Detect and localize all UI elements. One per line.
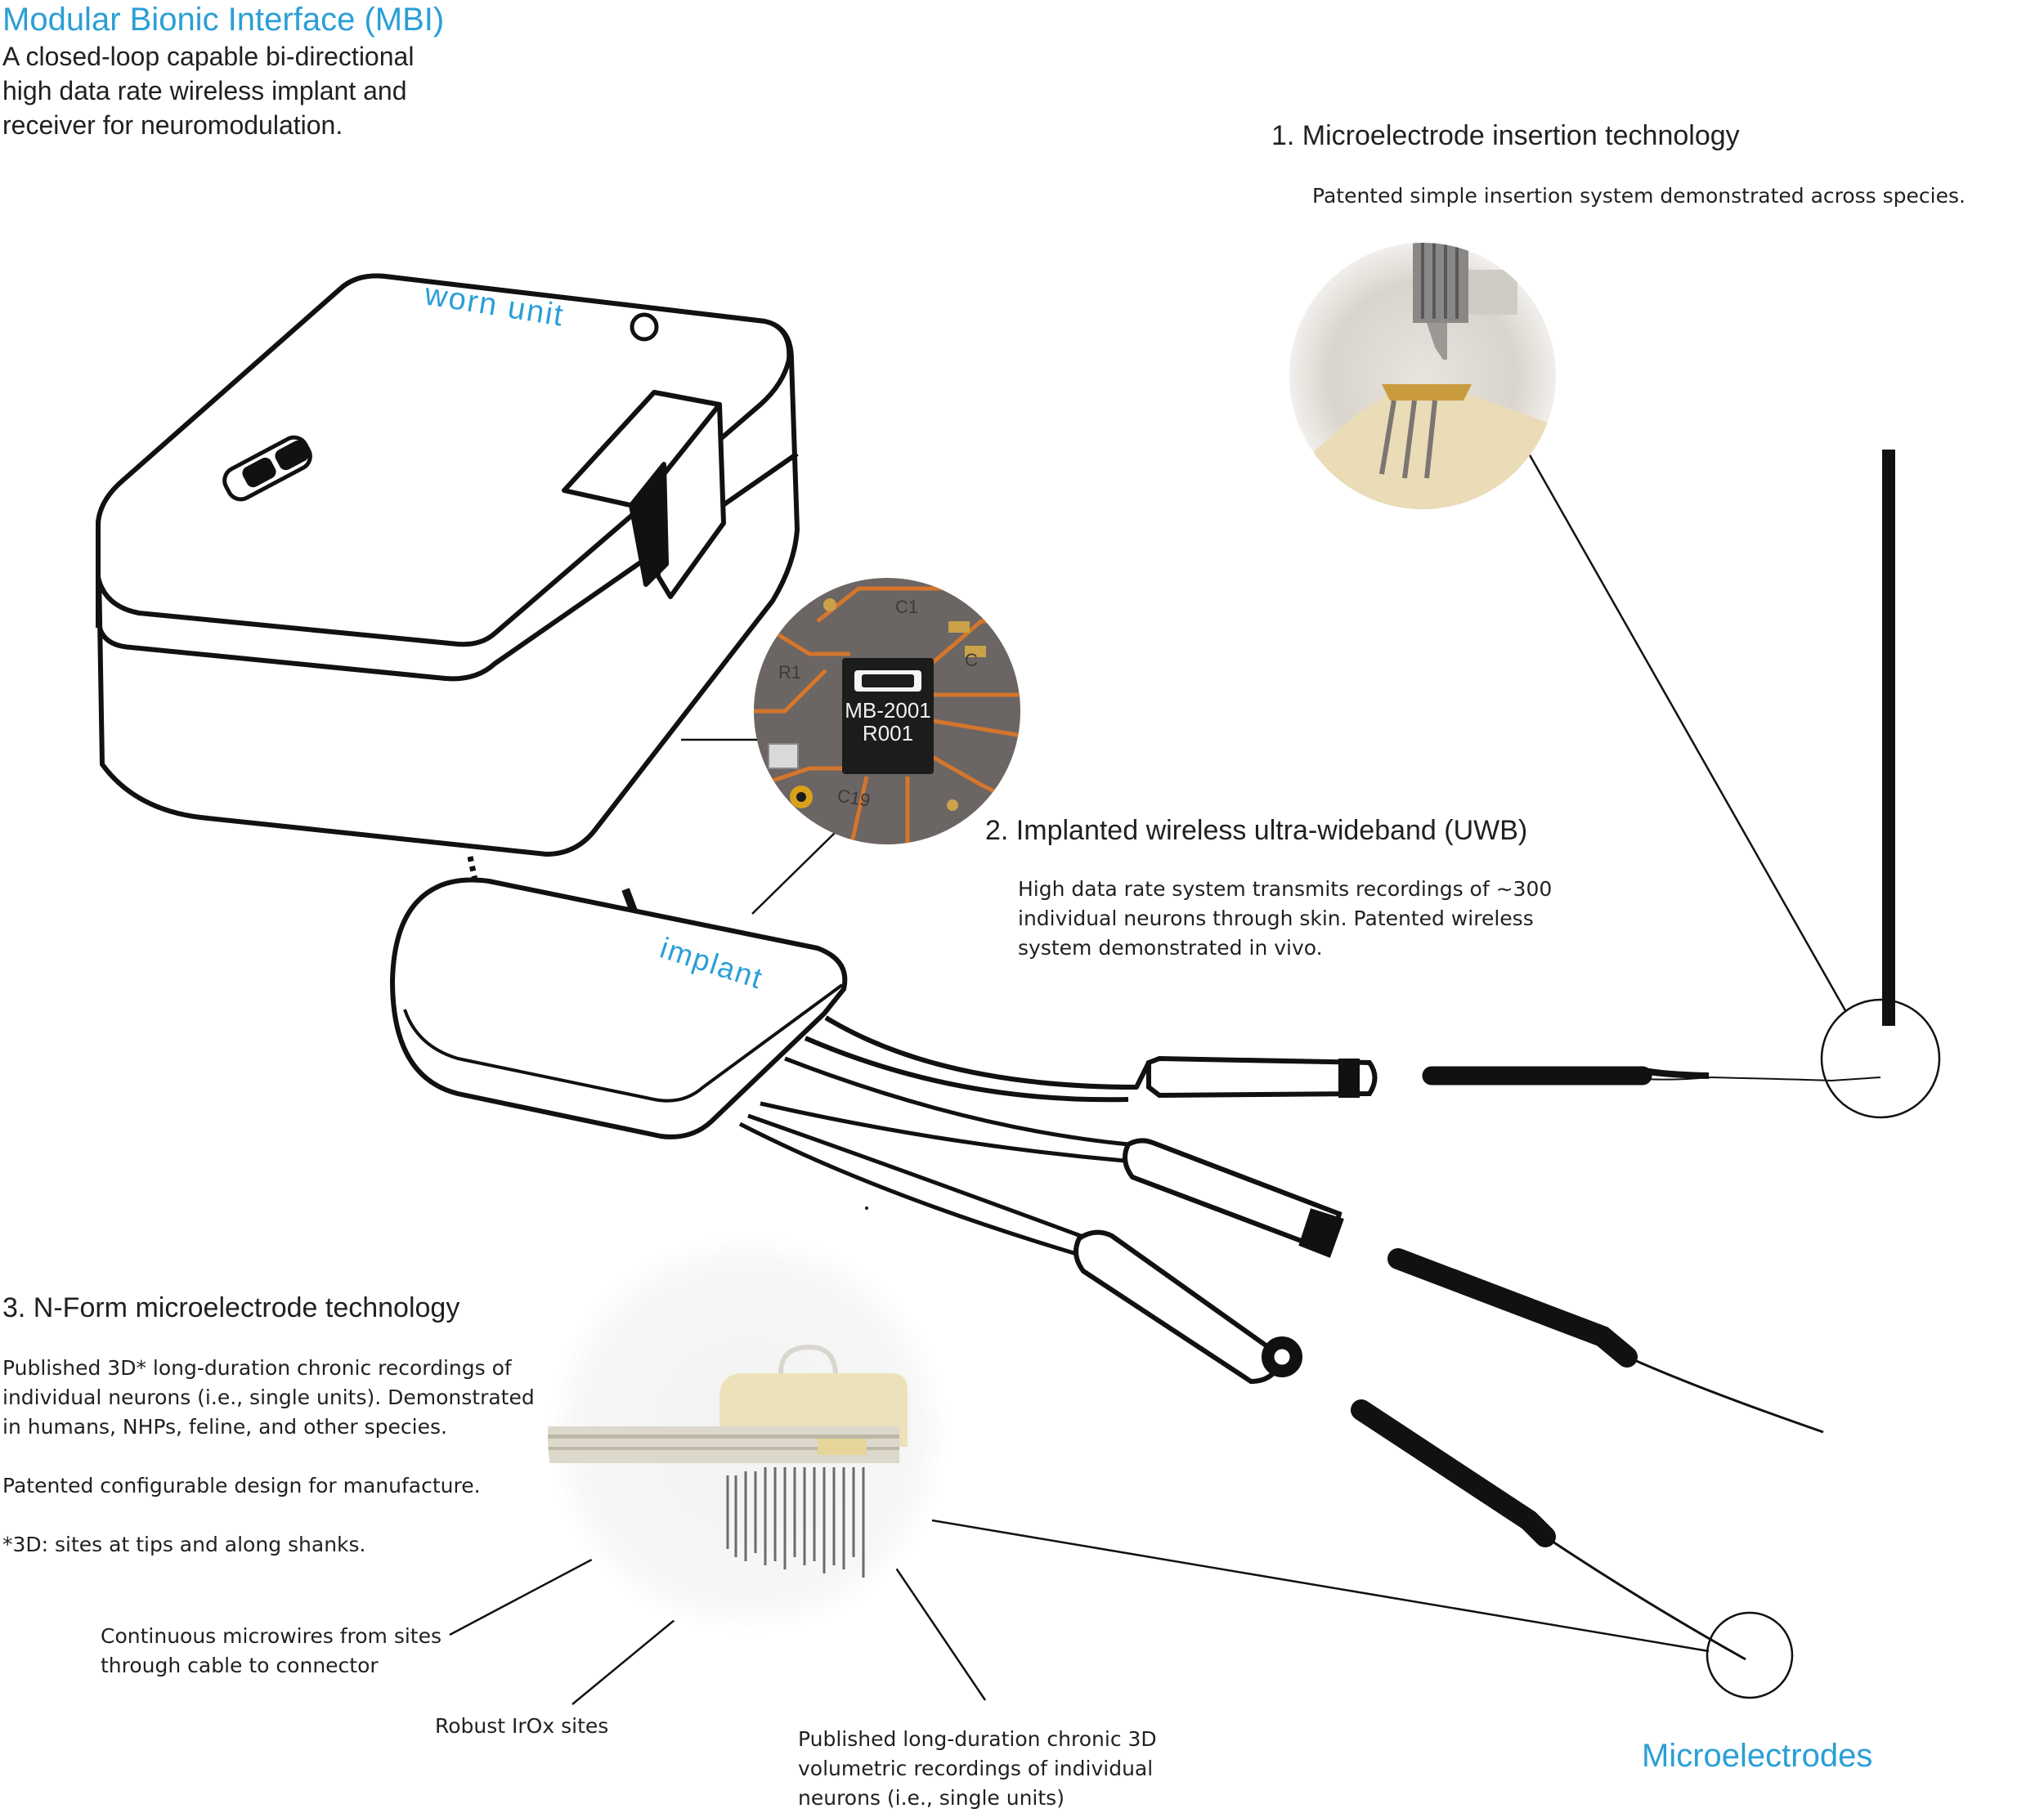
section1-description: Patented simple insertion system demonst… <box>1312 184 1966 208</box>
callout-leaders <box>449 453 1941 1705</box>
worn-unit <box>96 273 800 857</box>
section2-heading: 2. Implanted wireless ultra-wideband (UW… <box>985 815 1528 846</box>
pcb-label-r1: R1 <box>778 662 801 683</box>
implant <box>390 877 1151 1257</box>
callout-irox-sites: Robust IrOx sites <box>435 1714 609 1738</box>
insertion-photo <box>1289 243 1556 509</box>
section3-heading: 3. N-Form microelectrode technology <box>2 1292 460 1323</box>
section3-footnote: *3D: sites at tips and along shanks. <box>2 1533 366 1556</box>
pcb-label-c: C <box>965 650 978 670</box>
microelectrode-shafts <box>1351 450 1895 1661</box>
pcb-photo: MB-2001 R001 C19 R1 C1 C <box>754 578 1020 844</box>
section3-description: Published 3D* long-duration chronic reco… <box>2 1356 535 1439</box>
chip-marking-2: R001 <box>863 721 913 745</box>
chip-marking-1: MB-2001 <box>845 698 931 723</box>
callout-microwires: Continuous microwires from sites through… <box>101 1624 442 1677</box>
microelectrodes-label: Microelectrodes <box>1642 1738 1873 1774</box>
lead-connectors <box>1074 1055 1378 1385</box>
pcb-label-c1: C1 <box>895 597 918 617</box>
page-title: Modular Bionic Interface (MBI) <box>2 2 445 38</box>
page-subtitle: A closed-loop capable bi-directional hig… <box>2 42 415 140</box>
callout-volumetric-recordings: Published long-duration chronic 3D volum… <box>798 1727 1157 1810</box>
section3-configurable-note: Patented configurable design for manufac… <box>2 1474 481 1497</box>
section2-description: High data rate system transmits recordin… <box>1018 877 1553 960</box>
nform-photo <box>548 1234 948 1635</box>
section1-heading: 1. Microelectrode insertion technology <box>1271 120 1740 151</box>
